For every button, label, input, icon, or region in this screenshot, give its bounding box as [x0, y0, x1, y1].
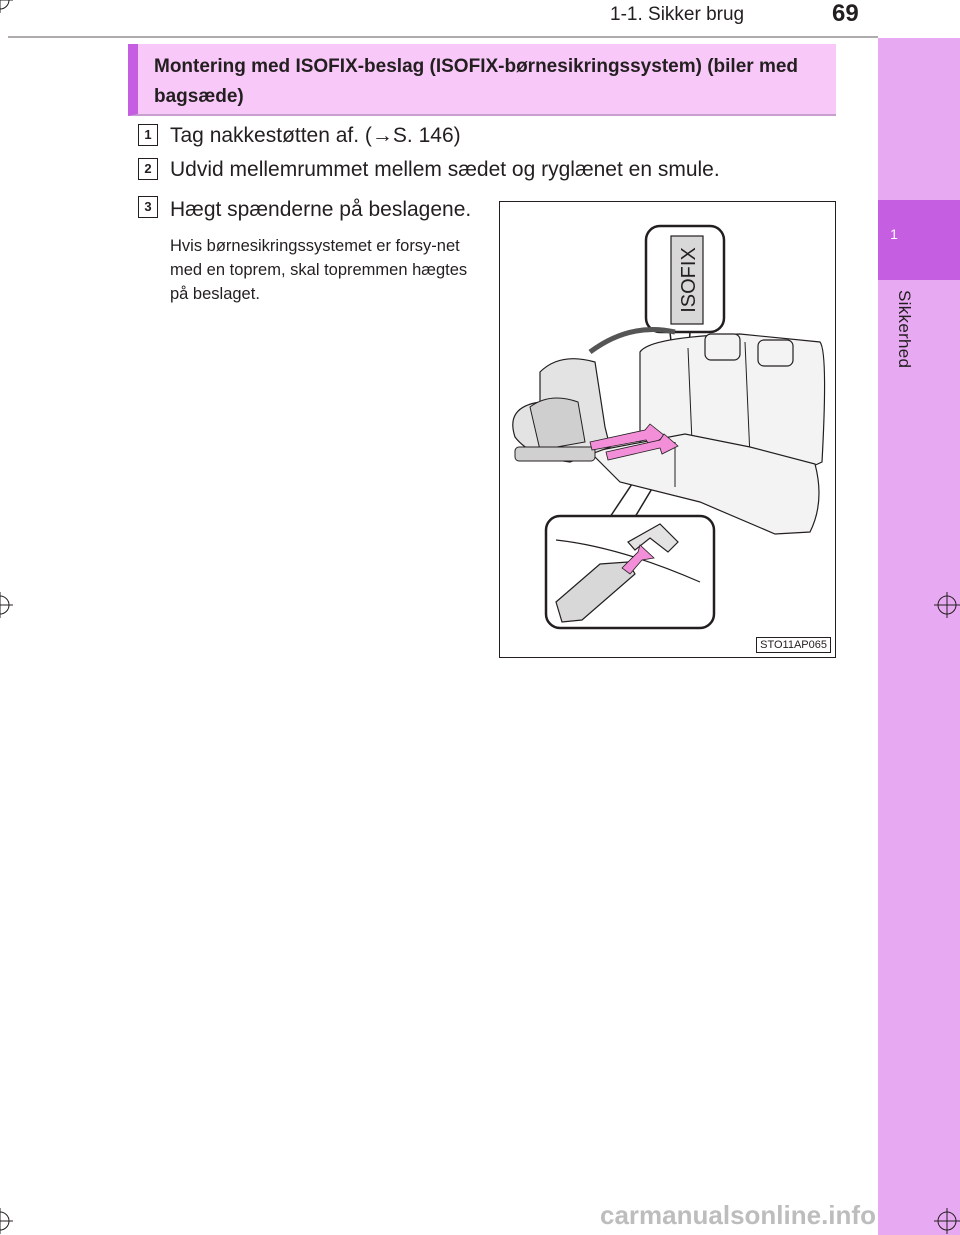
- registration-mark-icon: [934, 1208, 960, 1234]
- chapter-number: 1: [890, 226, 898, 242]
- section-reference: 1-1. Sikker brug: [610, 4, 745, 25]
- step-text-1: Tag nakkestøtten af. (→S. 146): [170, 124, 461, 147]
- registration-mark-icon: [0, 592, 13, 618]
- step-note: Hvis børnesikringssystemet er forsy-net …: [170, 237, 468, 303]
- isofix-label: ISOFIX: [678, 247, 700, 313]
- step-text-3: Hægt spænderne på beslagene.: [170, 198, 472, 221]
- registration-mark-icon: [0, 1208, 13, 1234]
- sidebar-bottom: [878, 280, 960, 1235]
- chapter-label: Sikkerhed: [895, 290, 914, 369]
- sidebar-top: [878, 38, 960, 200]
- figure-code: STO11AP065: [756, 637, 831, 653]
- section-title-box: Montering med ISOFIX-beslag (ISOFIX-børn…: [128, 44, 836, 116]
- step-text-2: Udvid mellemrummet mellem sædet og ryglæ…: [170, 158, 720, 181]
- watermark: carmanualsonline.info: [600, 1200, 876, 1230]
- step-number-1: 1: [138, 124, 158, 146]
- page-number: 69: [832, 0, 859, 27]
- chapter-tab[interactable]: [878, 200, 960, 280]
- step-number-3: 3: [138, 196, 158, 218]
- registration-mark-icon: [934, 592, 960, 618]
- isofix-drawing: ISOFIX: [512, 224, 826, 630]
- registration-mark-icon: [0, 0, 13, 13]
- isofix-illustration: ISOFIX STO11AP065: [499, 201, 836, 658]
- section-title: Montering med ISOFIX-beslag (ISOFIX-børn…: [154, 56, 799, 107]
- header-rule: [8, 36, 878, 38]
- step-number-2: 2: [138, 158, 158, 180]
